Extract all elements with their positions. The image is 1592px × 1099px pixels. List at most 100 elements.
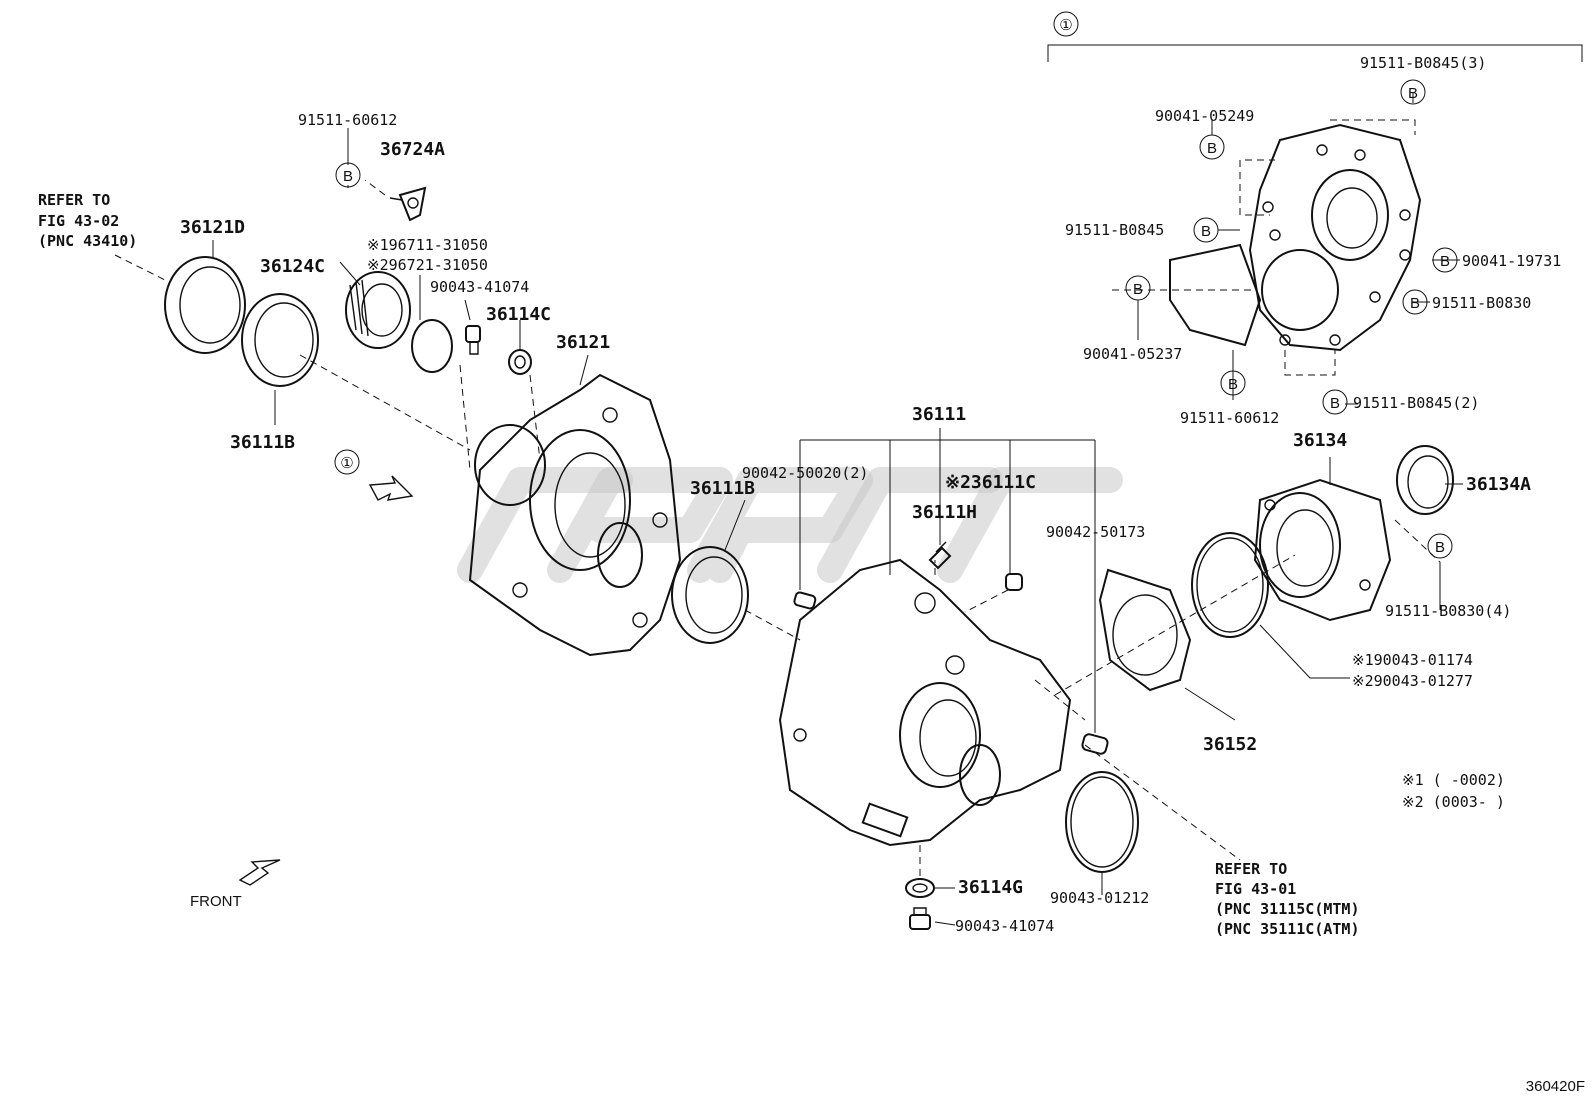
refer-note-right: REFER TO FIG 43-01 (PNC 31115C(MTM) (PNC… <box>1215 860 1360 938</box>
part-label: 36111H <box>912 502 977 523</box>
dowel-pin-left <box>793 591 817 610</box>
gasket-36114g <box>905 878 935 898</box>
part-label: 36134 <box>1293 430 1347 451</box>
part-label: 91511-B0845(3) <box>1360 54 1486 72</box>
part-label: 90042-50173 <box>1046 523 1145 541</box>
part-label: 36114C <box>486 304 551 325</box>
drain-plug-90043-41074 <box>909 907 931 930</box>
breather-36111h <box>928 541 952 570</box>
part-label: 36111B <box>690 478 755 499</box>
part-label: 36121 <box>556 332 610 353</box>
svg-text:①: ① <box>340 455 353 472</box>
svg-text:FIG 43-02: FIG 43-02 <box>38 212 119 230</box>
part-label: 90041-05249 <box>1155 107 1254 125</box>
bolt-marker: B <box>1402 289 1428 315</box>
part-label: 36114G <box>958 877 1023 898</box>
part-label: 91511-B0830(4) <box>1385 602 1511 620</box>
part-label: 36152 <box>1203 734 1257 755</box>
case-36111 <box>778 558 1072 847</box>
bolt-markers: B B B B B B B B B B <box>335 79 1458 559</box>
gasket-36152 <box>1098 568 1192 692</box>
svg-text:B: B <box>1201 223 1211 240</box>
part-label: ※236111C <box>945 472 1036 493</box>
leader-lines <box>114 92 1463 926</box>
svg-text:※1 ( -0002): ※1 ( -0002) <box>1402 771 1505 789</box>
part-label: ※196711-31050 <box>367 236 488 254</box>
part-label: ※290043-01277 <box>1352 672 1473 690</box>
part-label: 36124C <box>260 256 325 277</box>
svg-text:B: B <box>1435 539 1445 556</box>
bolt-marker: B <box>1125 275 1151 301</box>
svg-text:B: B <box>1408 85 1418 102</box>
part-label: 91511-B0830 <box>1432 294 1531 312</box>
bolt-marker: B <box>1220 370 1246 396</box>
part-label: 90041-19731 <box>1462 252 1561 270</box>
bracket-36724a <box>389 186 427 222</box>
front-label: FRONT <box>190 893 242 910</box>
svg-text:B: B <box>1133 281 1143 298</box>
part-label: ※296721-31050 <box>367 256 488 274</box>
part-label: 90043-01212 <box>1050 889 1149 907</box>
part-label: 90043-41074 <box>955 917 1054 935</box>
bolt-marker: B <box>1427 533 1453 559</box>
svg-text:※2 (0003- ): ※2 (0003- ) <box>1402 793 1505 811</box>
gasket-36114c <box>508 349 532 375</box>
bolt-marker: B <box>335 162 361 188</box>
watermark-logo <box>457 467 1123 583</box>
part-label: 36134A <box>1466 474 1531 495</box>
dowel-pin-right <box>1081 733 1109 755</box>
o-ring-90043-01174 <box>1191 532 1269 638</box>
svg-text:(PNC 43410): (PNC 43410) <box>38 232 137 250</box>
bolt-marker: B <box>1322 389 1348 415</box>
bolt-marker: B <box>1199 134 1225 160</box>
svg-text:FIG 43-01: FIG 43-01 <box>1215 880 1296 898</box>
part-label: 36724A <box>380 139 445 160</box>
diagram-code: 360420F <box>1526 1078 1585 1095</box>
part-label: 91511-60612 <box>298 111 397 129</box>
part-label: 90042-50020(2) <box>742 464 868 482</box>
bolt-marker: B <box>1432 247 1458 273</box>
footnotes: ※1 ( -0002) ※2 (0003- ) <box>1402 771 1505 811</box>
svg-text:(PNC 35111C(ATM): (PNC 35111C(ATM) <box>1215 920 1360 938</box>
svg-text:B: B <box>1228 376 1238 393</box>
snap-ring-96711 <box>411 319 453 373</box>
bolt-marker: B <box>1400 79 1426 105</box>
part-label: 90041-05237 <box>1083 345 1182 363</box>
part-label: 36111B <box>230 432 295 453</box>
assembly-bracket: ① <box>1047 11 1583 62</box>
front-arrow: FRONT <box>190 859 281 910</box>
svg-text:B: B <box>343 168 353 185</box>
oil-seal-36111b <box>671 546 749 644</box>
svg-text:B: B <box>1207 140 1217 157</box>
part-label: ※190043-01174 <box>1352 651 1473 669</box>
part-labels: 91511-B0845(3) 90041-05249 91511-B0845 9… <box>180 54 1561 935</box>
bolt-marker: B <box>1193 217 1219 243</box>
part-label: 36121D <box>180 217 245 238</box>
svg-text:(PNC 31115C(MTM): (PNC 31115C(MTM) <box>1215 900 1360 918</box>
oil-seal-36134a <box>1396 445 1454 515</box>
oil-seal-36121d <box>164 256 246 354</box>
svg-text:B: B <box>1410 295 1420 312</box>
part-label: 91511-B0845(2) <box>1353 394 1479 412</box>
synchronizer-36124c <box>345 271 411 349</box>
svg-text:REFER TO: REFER TO <box>1215 860 1287 878</box>
part-label: 36111 <box>912 404 966 425</box>
plug-36111c <box>1005 573 1023 591</box>
svg-text:B: B <box>1330 395 1340 412</box>
svg-text:REFER TO: REFER TO <box>38 191 110 209</box>
case-assembly-1 <box>1169 123 1422 352</box>
svg-text:B: B <box>1440 253 1450 270</box>
bearing-36111b <box>241 293 319 387</box>
assembly-marker: ① <box>1059 17 1072 34</box>
part-label: 90043-41074 <box>430 278 529 296</box>
o-ring-90043-01212 <box>1065 771 1139 873</box>
refer-note-left: REFER TO FIG 43-02 (PNC 43410) <box>38 191 137 250</box>
housing-36134 <box>1253 478 1392 622</box>
part-label: 91511-B0845 <box>1065 221 1164 239</box>
assembly-direction-arrow: ① <box>334 449 414 501</box>
part-label: 91511-60612 <box>1180 409 1279 427</box>
plug-90043-41074 <box>465 325 481 355</box>
case-36121 <box>468 373 682 657</box>
